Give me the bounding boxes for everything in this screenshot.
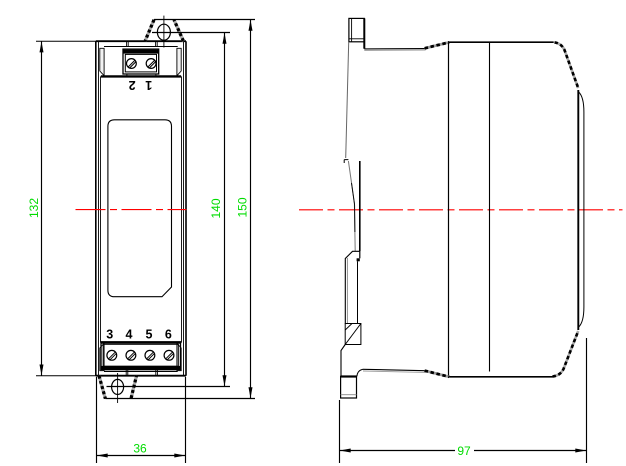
svg-text:97: 97 (457, 444, 471, 458)
svg-text:2: 2 (129, 78, 136, 92)
svg-text:132: 132 (27, 198, 41, 218)
svg-text:36: 36 (133, 442, 147, 456)
svg-text:140: 140 (209, 198, 223, 218)
svg-text:3: 3 (106, 328, 113, 342)
svg-text:150: 150 (235, 197, 249, 217)
svg-text:6: 6 (165, 328, 172, 342)
svg-text:1: 1 (145, 78, 152, 92)
svg-text:4: 4 (126, 328, 133, 342)
svg-text:5: 5 (146, 328, 153, 342)
